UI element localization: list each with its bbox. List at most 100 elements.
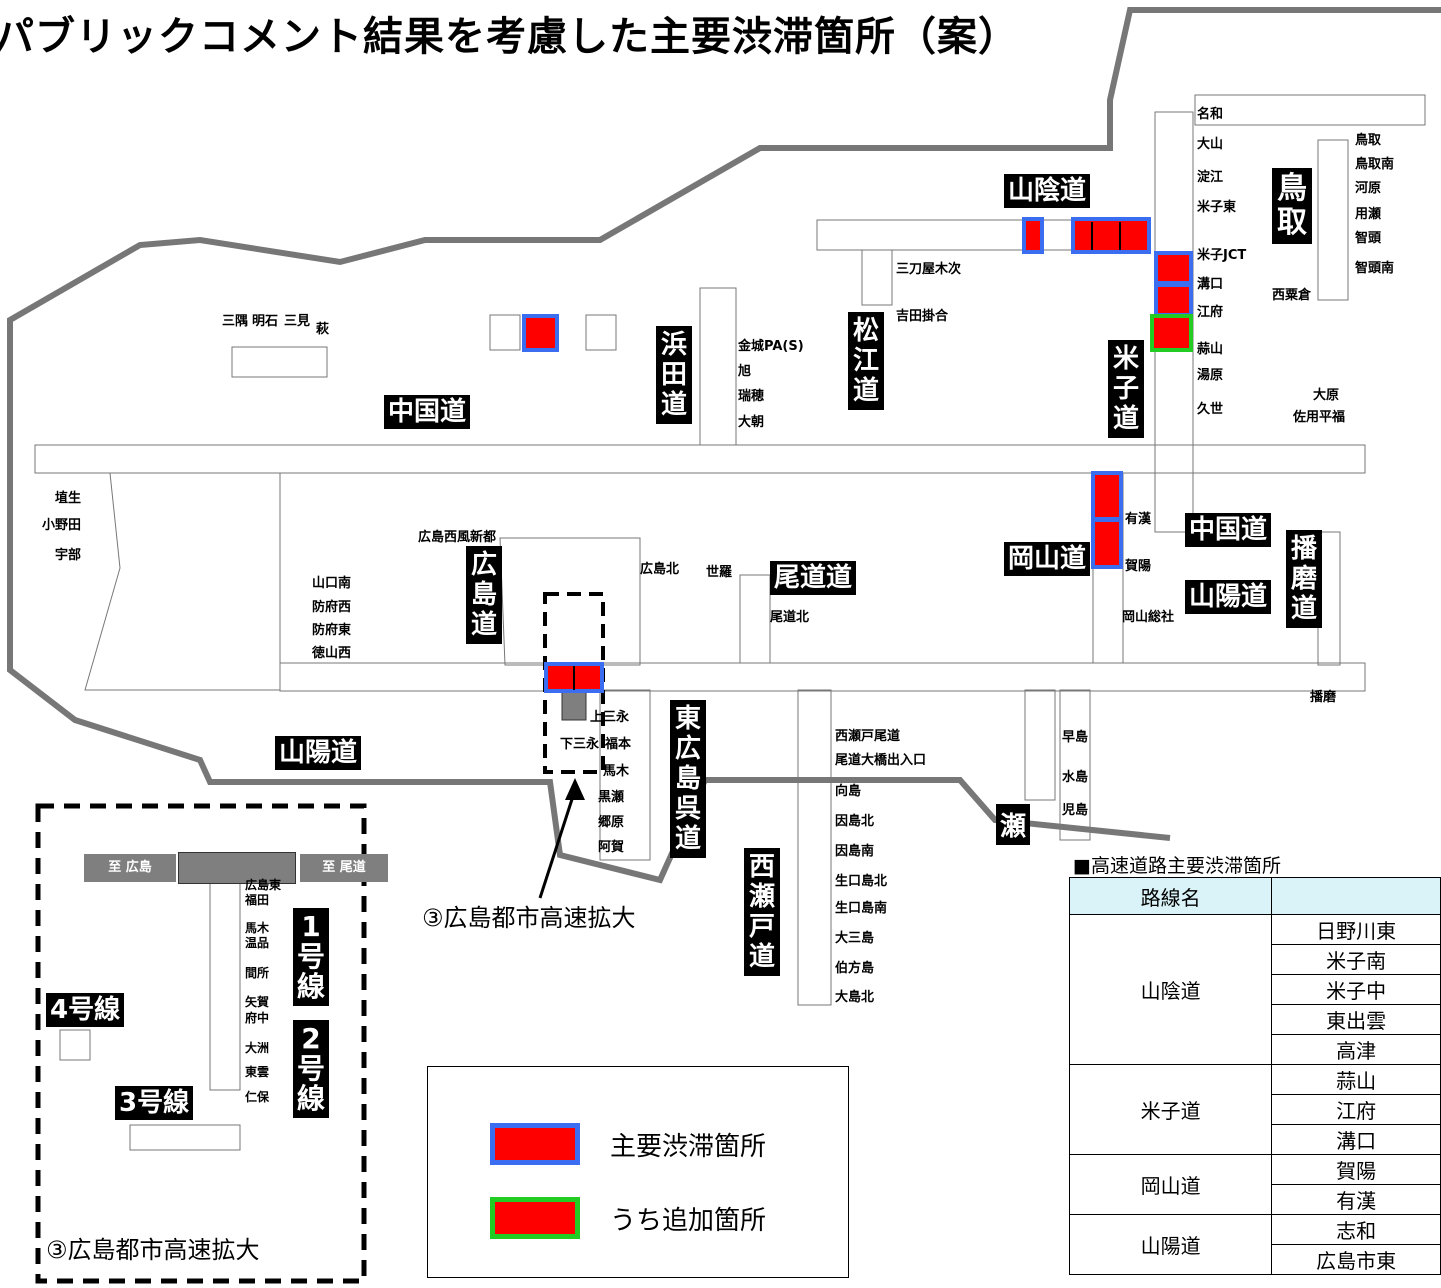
sanyo-expressway-line (279, 662, 1366, 692)
place-label: 米子JCT (1197, 248, 1247, 263)
place-label: 向島 (835, 784, 862, 799)
place-label: 因島北 (835, 814, 875, 829)
legend-swatch-added (490, 1197, 580, 1239)
place-label: 米子東 (1197, 200, 1237, 215)
hiroshima-city-box (561, 691, 587, 721)
road-label-sanyo-east: 山陽道 (1185, 580, 1272, 614)
inset-station: 間所 (245, 966, 270, 980)
place-label: 名和 (1197, 107, 1224, 122)
place-label: 早島 (1062, 730, 1089, 745)
place-label: 有漢 (1125, 512, 1152, 527)
place-label: 小野田 (42, 518, 82, 533)
place-label: 西粟倉 (1272, 288, 1312, 303)
place-label: 大三島 (835, 931, 875, 946)
inset-station: 府中 (245, 1011, 270, 1025)
nishiseto-expressway-line (797, 689, 832, 1006)
road-label-onomichi: 尾道道 (770, 561, 857, 595)
place-label: 溝口 (1197, 277, 1224, 292)
inset-line4-label: 4号線 (46, 993, 125, 1027)
table-place-cell: 広島市東 (1271, 1244, 1441, 1275)
hamada-branch-box (585, 314, 617, 351)
table-place-cell: 賀陽 (1271, 1154, 1441, 1185)
road-label-matsue: 松江道 (848, 312, 884, 410)
road-label-okayama: 岡山道 (1004, 542, 1091, 576)
place-label: 生口島北 (835, 874, 888, 889)
place-label-group: 萩 (316, 322, 330, 337)
place-label: 大山 (1197, 137, 1224, 152)
table-row: 米子南 (1070, 944, 1441, 975)
table-row: 溝口 (1070, 1124, 1441, 1155)
place-label: 三刀屋木次 (896, 262, 962, 277)
tottori-coast-line (1194, 94, 1426, 126)
place-label: 尾道北 (770, 610, 810, 625)
table-header-place (1271, 877, 1441, 915)
table-row: 米子道蒜山 (1068, 1064, 1441, 1155)
table-place-cell: 蒜山 (1271, 1064, 1441, 1095)
place-label: 広島西風新都 (418, 530, 497, 545)
place-label: 金城PA(S) (738, 339, 804, 354)
marker-takatsu (522, 314, 559, 352)
legend-row-added: うち追加箇所 (490, 1197, 766, 1239)
marker-yonago-west-group (1071, 217, 1151, 254)
table-route-cell: 岡山道 (1068, 1154, 1273, 1215)
place-label: 大朝 (738, 415, 765, 430)
road-label-higashihiroshima: 東広島呉道 (670, 700, 706, 858)
table-row: 東出雲 (1070, 1004, 1441, 1035)
table-route-cell: 山陰道 (1068, 914, 1273, 1065)
marker-uken (1091, 471, 1123, 521)
table-row: 山陰道日野川東 (1068, 914, 1441, 1065)
table-row: 山陽道志和 (1068, 1214, 1441, 1275)
legend-label-main: 主要渋滞箇所 (610, 1131, 767, 1162)
marker-kofu (1154, 283, 1193, 317)
marker-kayo (1091, 518, 1123, 569)
inset-line3-label: 3号線 (115, 1086, 194, 1120)
inset-station: 大洲 (245, 1041, 270, 1055)
place-label: 播磨 (1310, 690, 1337, 705)
table-header-route: 路線名 (1068, 877, 1273, 915)
inset-station: 馬木 (245, 921, 270, 935)
marker-hiruzen-added (1150, 314, 1193, 352)
place-label-group: 三隅 (222, 314, 249, 329)
inset-station: 温品 (245, 936, 270, 950)
okayama-branch (1059, 689, 1091, 841)
inset-frame (35, 803, 367, 1284)
marker-higashiizumo (1022, 217, 1044, 254)
place-label: 江府 (1197, 305, 1224, 320)
inset-line1-label: 1号線 (293, 908, 329, 1006)
place-label: 瑞穂 (738, 389, 765, 404)
place-label: 埴生 (55, 491, 82, 506)
inset-line2-label: 2号線 (293, 1020, 329, 1118)
road-label-hamada: 浜田道 (656, 326, 692, 424)
table-row: 有漢 (1070, 1184, 1441, 1215)
place-label: 福本 (605, 737, 632, 752)
higashihiroshima-line (599, 689, 651, 861)
place-label: 因島南 (835, 844, 875, 859)
place-label: 世羅 (706, 565, 733, 580)
place-label: 鳥取南 (1355, 157, 1395, 172)
table-place-cell: 高津 (1271, 1034, 1441, 1065)
place-label: 下三永 (560, 737, 600, 752)
road-label-chugoku-east: 中国道 (1185, 513, 1272, 547)
table-header-row: 路線名 (1068, 877, 1441, 915)
place-label: 馬木 (603, 764, 630, 779)
table-row: 岡山道賀陽 (1068, 1154, 1441, 1215)
place-label: 河原 (1355, 181, 1382, 196)
tottori-expressway-line (1317, 139, 1349, 301)
onomichi-expressway-line (739, 574, 771, 664)
hiroshima-city-annotation: ③広島都市高速拡大 (422, 904, 636, 932)
place-label: 賀陽 (1125, 559, 1152, 574)
prefecture-label-tottori: 鳥取 (1272, 168, 1312, 244)
hiroshima-expressway-line (499, 537, 641, 666)
place-label: 黒瀬 (598, 790, 625, 805)
table-caption: ■高速道路主要渋滞箇所 (1073, 855, 1281, 877)
place-label: 智頭 (1355, 231, 1382, 246)
inset-annotation: ③広島都市高速拡大 (46, 1236, 260, 1264)
table-place-cell: 有漢 (1271, 1184, 1441, 1215)
place-label: 防府東 (312, 623, 352, 638)
road-label-seto: 瀬 (996, 804, 1031, 845)
place-label: 西瀬戸尾道 (835, 729, 901, 744)
hamada-expressway-line (699, 287, 737, 446)
place-label: 蒜山 (1197, 342, 1224, 357)
place-label: 鳥取 (1355, 133, 1382, 148)
legend-label-added: うち追加箇所 (610, 1205, 767, 1236)
